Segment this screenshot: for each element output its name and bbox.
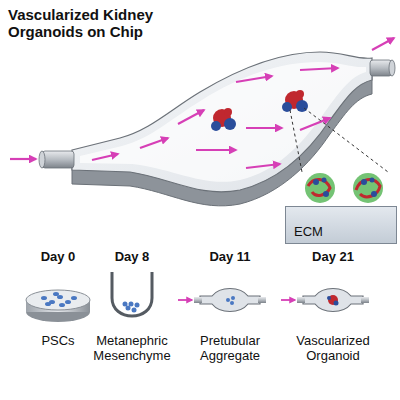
ecm-slab: ECM	[285, 206, 397, 244]
stage-day: Day 11	[195, 250, 265, 265]
stage-name: Pretubular Aggregate	[184, 334, 276, 364]
stage-day: Day 0	[23, 250, 93, 265]
u-well	[112, 272, 152, 316]
stage-name: Vascularized Organoid	[287, 334, 379, 364]
stage-name: PSCs	[18, 334, 98, 349]
figure-title: Vascularized Kidney Organoids on Chip	[8, 6, 183, 41]
stage-name: Metanephric Mesenchyme	[86, 334, 178, 364]
small-chip	[281, 289, 369, 312]
node-label: ECM	[294, 224, 388, 239]
stage-day: Day 8	[97, 250, 167, 265]
small-chip	[178, 289, 266, 312]
stage-day: Day 21	[298, 250, 368, 265]
culture-dish	[26, 290, 90, 322]
